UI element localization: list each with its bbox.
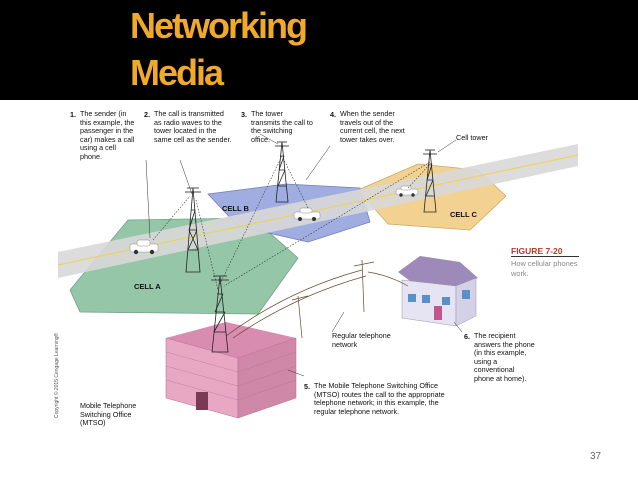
step-3-text: The tower transmits the call to the swit… bbox=[251, 109, 313, 144]
pointer-lines bbox=[145, 133, 463, 377]
copyright-notice: Copyright © 2015 Cengage Learning® bbox=[54, 332, 60, 418]
figure-caption-rule bbox=[511, 256, 579, 257]
car-2 bbox=[293, 207, 321, 221]
step-4-number: 4. bbox=[330, 110, 336, 119]
cell-c-label: CELL C bbox=[450, 210, 477, 219]
car-1 bbox=[129, 239, 159, 255]
slide-title: Networking Media bbox=[130, 2, 430, 96]
step-2-number: 2. bbox=[144, 110, 150, 119]
figure-caption: How cellular phones work. bbox=[511, 259, 578, 278]
step-6-number: 6. bbox=[464, 332, 470, 341]
cell-b-label: CELL B bbox=[222, 204, 249, 213]
cell-tower-mtso bbox=[211, 275, 229, 353]
slide-title-line-1: Networking bbox=[130, 5, 308, 46]
page-number: 37 bbox=[590, 451, 602, 462]
step-1-text: The sender (in this example, the passeng… bbox=[80, 109, 135, 161]
regular-network-label: Regular telephone network bbox=[332, 331, 391, 349]
slide-header: Networking Media bbox=[0, 0, 638, 100]
step-5-number: 5. bbox=[304, 382, 310, 391]
cell-tower-label: Cell tower bbox=[456, 133, 488, 142]
cell-tower-a bbox=[185, 187, 201, 273]
house bbox=[398, 256, 478, 327]
road bbox=[58, 144, 578, 278]
slide-title-line-2: Media bbox=[130, 52, 224, 93]
telephone-lines bbox=[225, 259, 409, 339]
transmission-lines bbox=[152, 155, 431, 291]
step-1-number: 1. bbox=[70, 110, 76, 119]
mtso-building bbox=[165, 322, 297, 419]
cellular-diagram: 1. The sender (in this example, the pass… bbox=[57, 100, 579, 430]
diagram-artwork bbox=[57, 133, 579, 419]
cell-a-label: CELL A bbox=[134, 282, 161, 291]
mtso-label: Mobile Telephone Switching Office (MTSO) bbox=[80, 401, 137, 428]
step-6-text: The recipient answers the phone (in this… bbox=[474, 331, 535, 383]
figure-number: FIGURE 7-20 bbox=[511, 246, 563, 256]
cell-tower-c bbox=[423, 149, 437, 213]
car-3 bbox=[395, 185, 419, 197]
step-2-text: The call is transmitted as radio waves t… bbox=[154, 109, 232, 144]
step-3-number: 3. bbox=[241, 110, 247, 119]
step-5-text: The Mobile Telephone Switching Office (M… bbox=[314, 381, 445, 416]
step-4-text: When the sender travels out of the curre… bbox=[340, 109, 405, 144]
